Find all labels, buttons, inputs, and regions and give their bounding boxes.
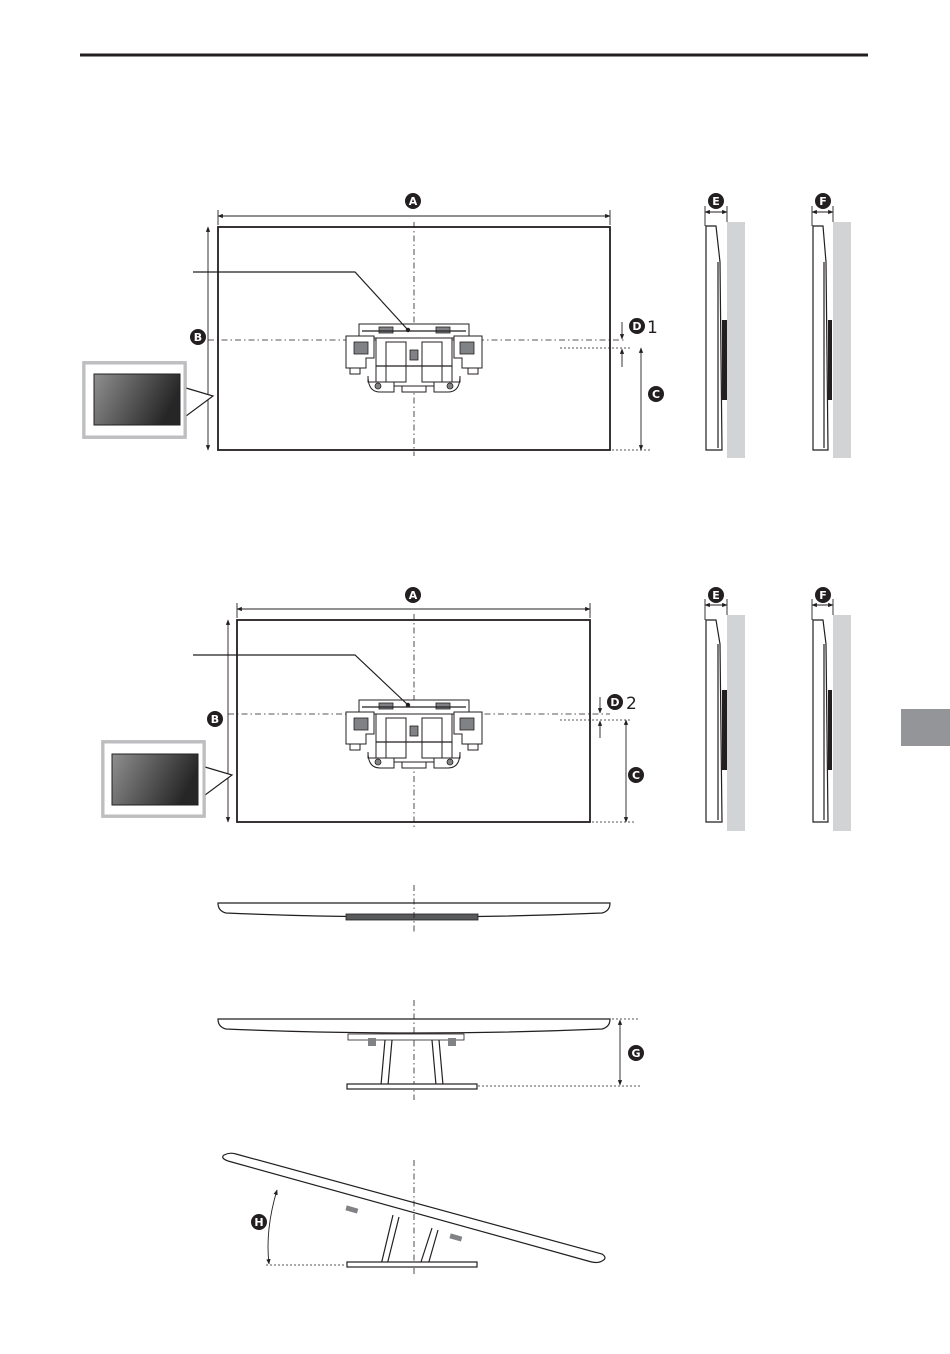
side-view-f-2 xyxy=(812,599,851,831)
svg-text:G: G xyxy=(631,1047,640,1060)
badge-g: G xyxy=(628,1045,644,1061)
badge-e-1: E xyxy=(708,193,724,209)
badge-f-1: F xyxy=(815,193,831,209)
badge-c-1: C xyxy=(648,386,664,402)
front-view-2 xyxy=(102,603,634,828)
svg-text:F: F xyxy=(819,195,827,208)
tv-screen-icon xyxy=(94,374,180,425)
svg-text:A: A xyxy=(409,195,418,208)
badge-a-2: A xyxy=(405,587,421,603)
svg-text:D: D xyxy=(632,320,641,333)
front-view-1 xyxy=(83,210,650,456)
svg-text:H: H xyxy=(254,1216,263,1229)
section-side-tab xyxy=(901,709,950,746)
badge-c-2: C xyxy=(628,767,644,783)
side-view-f-1 xyxy=(812,206,851,458)
side-view-e-1 xyxy=(705,206,745,458)
svg-text:D: D xyxy=(610,696,619,709)
wall-mount-bracket xyxy=(346,324,482,392)
badge-b-1: B xyxy=(190,329,206,345)
badge-e-2: E xyxy=(708,587,724,603)
badge-a-1: A xyxy=(405,193,421,209)
svg-text:E: E xyxy=(712,195,720,208)
svg-text:B: B xyxy=(194,331,202,344)
side-view-e-2 xyxy=(705,599,745,831)
dimension-h-arc xyxy=(268,1190,277,1264)
badge-b-2: B xyxy=(207,711,223,727)
svg-text:2: 2 xyxy=(626,694,637,714)
svg-text:E: E xyxy=(712,589,720,602)
badge-f-2: F xyxy=(815,587,831,603)
svg-text:F: F xyxy=(819,589,827,602)
svg-text:C: C xyxy=(632,769,640,782)
tilted-view xyxy=(223,1153,605,1275)
tv-screen-icon-2 xyxy=(112,754,198,805)
badge-h: H xyxy=(251,1214,267,1230)
top-view-stand xyxy=(218,1000,640,1100)
svg-text:1: 1 xyxy=(647,318,658,338)
svg-text:C: C xyxy=(652,388,660,401)
top-view-wall xyxy=(218,885,610,934)
wall-mount-bracket-2 xyxy=(346,700,482,768)
svg-text:A: A xyxy=(409,589,418,602)
svg-text:B: B xyxy=(211,713,219,726)
